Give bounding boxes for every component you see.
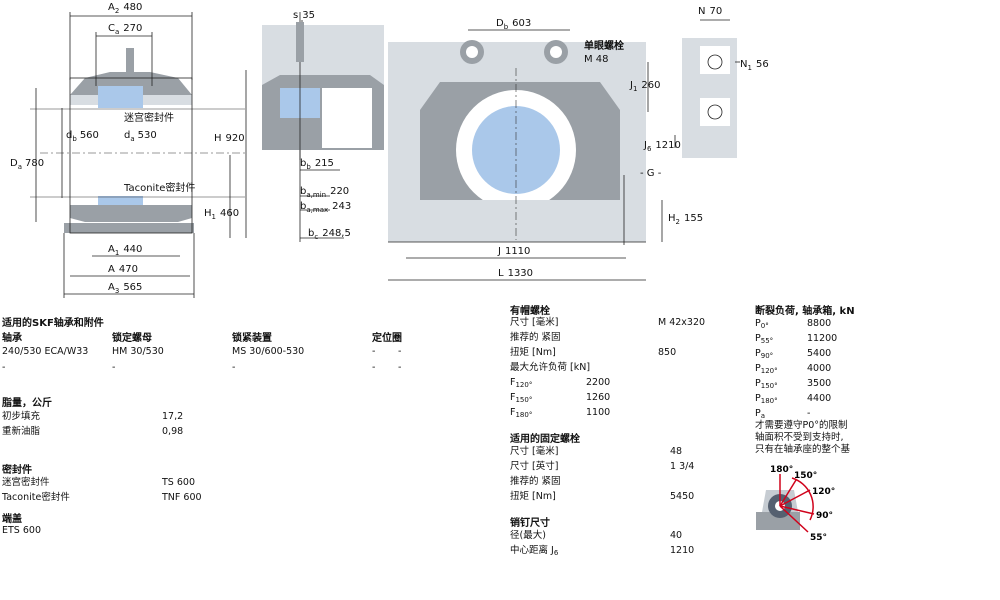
seals-title: 密封件 <box>2 465 32 476</box>
header-locknut: 锁定螺母 <box>112 333 152 344</box>
break-row-a: Pa- <box>755 408 811 420</box>
capbolt-size: 尺寸 [毫米]M 42x320 <box>510 317 706 328</box>
note-line-3: 只有在轴承座的整个基 <box>755 444 851 455</box>
fixing-row-torque: 扭矩 [Nm]5450 <box>510 491 695 502</box>
svg-text:Taconite密封件: Taconite密封件 <box>123 181 195 194</box>
locknut-cell: HM 30/530 <box>112 346 164 357</box>
fixing-list: 尺寸 [毫米]48 尺寸 [英寸]1 3/4 推荐的 紧固 扭矩 [Nm]545… <box>510 444 740 504</box>
fixing-row-inch: 尺寸 [英寸]1 3/4 <box>510 461 695 472</box>
header-lockdevice: 锁紧装置 <box>232 333 272 344</box>
svg-text:M 48: M 48 <box>584 54 609 65</box>
ring-cell-a: - <box>372 346 376 357</box>
svg-text:单眼螺栓: 单眼螺栓 <box>584 39 624 52</box>
break-row-180: P180°4400 <box>755 393 832 405</box>
fixing-title: 适用的固定螺栓 <box>510 434 580 445</box>
break-row-120: P120°4000 <box>755 363 832 375</box>
break-row-55: P55°11200 <box>755 333 838 345</box>
break-row-150: P150°3500 <box>755 378 832 390</box>
note-line-2: 轴面积不受到支持时, <box>755 432 844 443</box>
svg-text:迷宫密封件: 迷宫密封件 <box>124 111 174 124</box>
header-bearing: 轴承 <box>2 333 22 344</box>
dowel-title: 销钉尺寸 <box>510 518 550 529</box>
capbolt-torque-label: 推荐的 紧固 <box>510 332 561 343</box>
ring-cell-2a: - <box>372 362 376 373</box>
svg-text:180°: 180° <box>770 465 793 475</box>
suitable-title: 适用的SKF轴承和附件 <box>2 318 104 329</box>
dowel-row-diameter: 径(最大)40 <box>510 530 683 541</box>
fixing-row-torque-label: 推荐的 紧固 <box>510 476 561 487</box>
fixing-row-mm: 尺寸 [毫米]48 <box>510 446 683 457</box>
lockdevice-cell: MS 30/600-530 <box>232 346 305 357</box>
breaking-note: 才需要遵守P0°的限制 轴面积不受到支持时, 只有在轴承座的整个基 <box>755 420 955 456</box>
capbolts-list: 尺寸 [毫米]M 42x320 推荐的 紧固 扭矩 [Nm]850 最大允许负荷… <box>510 315 740 420</box>
svg-text:120°: 120° <box>812 487 835 497</box>
ring-cell-2b: - <box>398 362 402 373</box>
capbolt-torque: 扭矩 [Nm]850 <box>510 347 677 358</box>
capbolts-title: 有帽螺栓 <box>510 306 550 317</box>
breaking-title: 断裂负荷, 轴承箱, kN <box>755 306 855 317</box>
grease-title: 脂量，公斤 <box>2 398 52 409</box>
lockdevice-cell-2: - <box>232 362 236 373</box>
capbolt-load-150: F150°1260 <box>510 392 611 404</box>
endcover-value: ETS 600 <box>2 525 41 536</box>
svg-text:150°: 150° <box>794 471 817 481</box>
svg-text:55°: 55° <box>810 533 827 543</box>
svg-text:s35: s35 <box>293 10 315 21</box>
svg-text:- G -: - G - <box>640 168 662 179</box>
locknut-cell-2: - <box>112 362 116 373</box>
bearing-cell: 240/530 ECA/W33 <box>2 346 89 357</box>
header-locatingring: 定位圈 <box>372 333 402 344</box>
svg-text:90°: 90° <box>816 511 833 521</box>
load-direction-diagram: 180° 150° 120° 90° 55° <box>756 465 835 543</box>
bearing-cell-2: - <box>2 362 6 373</box>
endcover-title: 端盖 <box>2 514 22 525</box>
capbolt-maxload: 最大允许负荷 [kN] <box>510 362 591 373</box>
ring-cell-b: - <box>398 346 402 357</box>
svg-text:N70: N70 <box>698 6 722 17</box>
breaking-list: P0°8800 P55°11200 P90°5400 P120°4000 P15… <box>755 316 875 421</box>
break-row-0: P0°8800 <box>755 318 832 330</box>
capbolt-load-120: F120°2200 <box>510 377 611 389</box>
note-line-1: 才需要遵守P0°的限制 <box>755 420 848 431</box>
break-row-90: P90°5400 <box>755 348 832 360</box>
capbolt-load-180: F180°1100 <box>510 407 611 419</box>
